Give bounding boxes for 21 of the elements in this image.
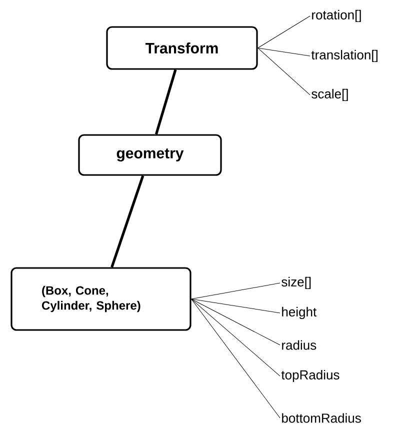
node-box: Transform (106, 26, 258, 70)
connector-line (191, 298, 280, 346)
connector-line (191, 298, 280, 314)
connector-line (191, 298, 280, 418)
field-label: size[] (282, 276, 311, 290)
node-box: (Box, Cone, Cylinder, Sphere) (10, 267, 192, 331)
field-label: topRadius (281, 370, 340, 382)
connector-line (258, 48, 310, 56)
connector-line (191, 298, 280, 376)
connector-line (258, 48, 310, 96)
field-label: rotation[] (312, 10, 361, 22)
field-label: height (282, 306, 317, 320)
connector-line (154, 69, 177, 135)
node-box: geometry (78, 134, 222, 176)
field-label: translation[] (311, 50, 378, 62)
connector-line (191, 282, 280, 300)
field-label: scale[] (312, 88, 348, 102)
connector-line (258, 16, 310, 48)
field-label: radius (282, 340, 316, 350)
field-label: bottomRadius (282, 413, 361, 423)
connector-line (110, 175, 144, 268)
